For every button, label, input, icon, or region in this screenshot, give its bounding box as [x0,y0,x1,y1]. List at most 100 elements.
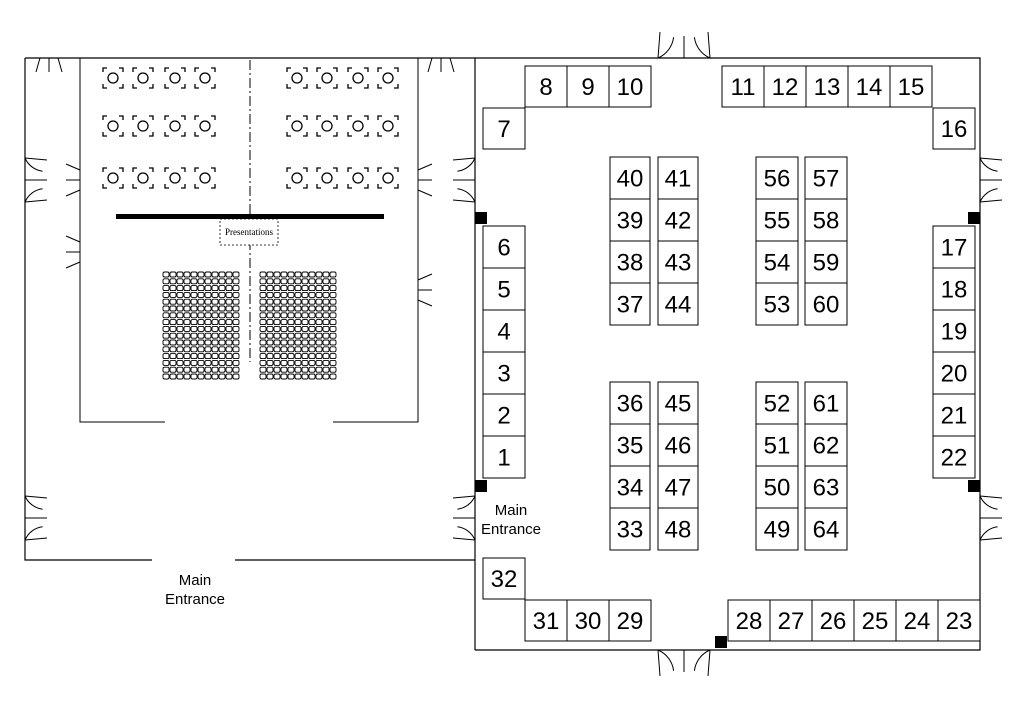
seat [218,305,226,312]
booth[interactable]: 34 [609,465,651,509]
booth[interactable]: 51 [755,423,799,467]
booth[interactable]: 11 [721,65,765,108]
booth[interactable]: 21 [932,393,976,437]
booth[interactable]: 30 [566,599,610,642]
seat [266,339,274,346]
booth[interactable]: 38 [609,240,651,284]
booth[interactable]: 44 [657,282,699,326]
door-icon [65,235,81,269]
seat [308,312,316,319]
door-icon [657,649,711,677]
seat [301,291,309,298]
seat [162,353,170,360]
seat [280,346,288,353]
booth[interactable]: 59 [804,240,848,284]
booth[interactable]: 48 [657,507,699,551]
booth[interactable]: 27 [769,599,813,642]
booth[interactable]: 2 [482,393,526,437]
booth[interactable]: 10 [608,65,652,108]
seat [169,366,177,373]
seat [329,339,337,346]
booth[interactable]: 19 [932,309,976,353]
booth[interactable]: 16 [932,107,976,150]
booth[interactable]: 56 [755,156,799,200]
booth[interactable]: 49 [755,507,799,551]
booth[interactable]: 32 [482,557,526,600]
booth[interactable]: 25 [853,599,897,642]
booth-number: 56 [764,166,791,193]
booth[interactable]: 14 [847,65,891,108]
booth[interactable]: 55 [755,198,799,242]
booth[interactable]: 13 [805,65,849,108]
booth-number: 52 [764,391,791,418]
seat [218,325,226,332]
booth[interactable]: 24 [895,599,939,642]
booth[interactable]: 58 [804,198,848,242]
booth-number: 22 [941,445,968,472]
booth[interactable]: 37 [609,282,651,326]
booth[interactable]: 46 [657,423,699,467]
booth[interactable]: 43 [657,240,699,284]
seat [197,339,205,346]
seat [225,366,233,373]
booth[interactable]: 63 [804,465,848,509]
booth[interactable]: 42 [657,198,699,242]
seat [322,278,330,285]
booth[interactable]: 52 [755,381,799,425]
booth[interactable]: 53 [755,282,799,326]
booth[interactable]: 47 [657,465,699,509]
booth[interactable]: 61 [804,381,848,425]
seat [225,298,233,305]
booth-number: 21 [941,403,968,430]
seat [225,305,233,312]
booth[interactable]: 9 [566,65,610,108]
booth[interactable]: 20 [932,351,976,395]
booth-number: 60 [813,292,840,319]
booth[interactable]: 26 [811,599,855,642]
booth[interactable]: 39 [609,198,651,242]
seat [183,339,191,346]
seat [294,298,302,305]
booth[interactable]: 54 [755,240,799,284]
booth[interactable]: 57 [804,156,848,200]
booth[interactable]: 31 [524,599,568,642]
booth[interactable]: 3 [482,351,526,395]
booth[interactable]: 28 [727,599,771,642]
seat [204,319,212,326]
seat [259,325,267,332]
booth[interactable]: 18 [932,267,976,311]
booth[interactable]: 6 [482,225,526,269]
booth[interactable]: 8 [524,65,568,108]
booth[interactable]: 22 [932,435,976,479]
booth[interactable]: 60 [804,282,848,326]
booth[interactable]: 7 [482,107,526,150]
booth[interactable]: 41 [657,156,699,200]
booth[interactable]: 50 [755,465,799,509]
seat [218,319,226,326]
booth[interactable]: 35 [609,423,651,467]
booth[interactable]: 12 [763,65,807,108]
booth[interactable]: 62 [804,423,848,467]
seat [280,271,288,278]
seat [308,332,316,339]
booth-number: 36 [617,391,644,418]
seat [225,325,233,332]
seat [280,298,288,305]
booth[interactable]: 4 [482,309,526,353]
booth[interactable]: 23 [937,599,981,642]
booth[interactable]: 64 [804,507,848,551]
booth[interactable]: 45 [657,381,699,425]
booth[interactable]: 15 [889,65,933,108]
booth[interactable]: 17 [932,225,976,269]
booth-number: 7 [497,116,510,143]
booth[interactable]: 36 [609,381,651,425]
seat [294,332,302,339]
seat [294,366,302,373]
seat [294,346,302,353]
booth[interactable]: 33 [609,507,651,551]
booth[interactable]: 29 [608,599,652,642]
booth[interactable]: 5 [482,267,526,311]
booth[interactable]: 1 [482,435,526,479]
booth[interactable]: 40 [609,156,651,200]
booth-number: 50 [764,475,791,502]
